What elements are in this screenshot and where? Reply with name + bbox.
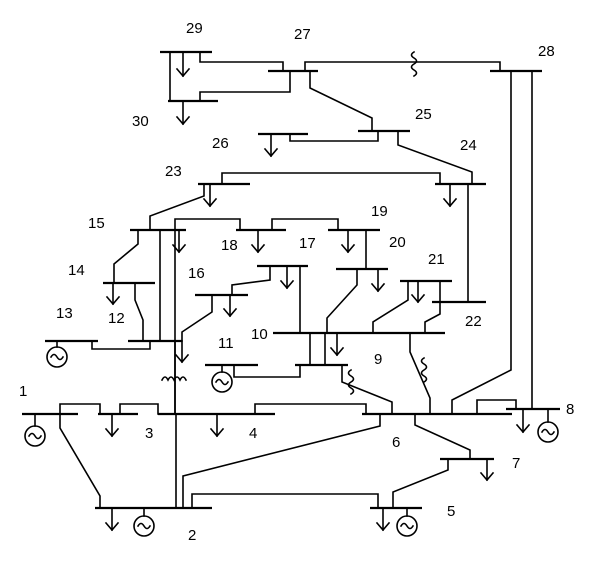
line-1-3: [59, 403, 101, 415]
line-12-16: [181, 294, 213, 342]
bus-label-30: 30: [132, 113, 149, 130]
bus-label-22: 22: [465, 313, 482, 330]
line-6-2: [182, 413, 381, 509]
load-arrow-icon: [202, 183, 218, 208]
branches: [59, 51, 533, 509]
bus-label-6: 6: [392, 434, 400, 451]
bus-label-7: 7: [512, 455, 520, 472]
load-arrow-icon: [104, 507, 120, 532]
line-20-10: [326, 268, 358, 334]
bus-label-3: 3: [145, 425, 153, 442]
generator-icon: [396, 507, 418, 537]
line-15-14: [113, 229, 139, 284]
line-23-15: [149, 183, 205, 231]
load-arrow-icon: [171, 229, 187, 254]
load-arrow-icon: [250, 229, 266, 254]
load-arrow-icon: [329, 332, 345, 357]
bus-label-28: 28: [538, 43, 555, 60]
bus-label-2: 2: [188, 527, 196, 544]
bus-label-25: 25: [415, 106, 432, 123]
load-arrow-icon: [479, 458, 495, 482]
bus-bars: [22, 50, 560, 510]
bus-label-1: 1: [19, 383, 27, 400]
load-arrow-icon: [515, 408, 531, 434]
line-9-6: [341, 364, 393, 415]
line-6-7: [414, 413, 471, 460]
bus-label-18: 18: [221, 237, 238, 254]
bus-label-5: 5: [447, 503, 455, 520]
line-9-11: [233, 364, 301, 378]
generator-icon: [537, 408, 559, 443]
bus-label-19: 19: [371, 203, 388, 220]
load-arrow-icon: [209, 413, 225, 438]
load-arrow-icon: [174, 340, 190, 364]
load-arrow-icon: [370, 268, 386, 293]
line-12-13: [91, 340, 151, 350]
shunt-coil-icon: [347, 368, 355, 396]
bus-label-17: 17: [299, 235, 316, 252]
load-arrow-icon: [375, 507, 391, 532]
load-arrow-icon: [104, 413, 120, 438]
generator-icon: [133, 507, 155, 537]
line-18-19: [271, 218, 339, 231]
bus-label-29: 29: [186, 20, 203, 37]
line-16-17: [231, 265, 271, 296]
line-25-24: [397, 130, 473, 185]
line-22-10: [424, 301, 441, 334]
line-3-4: [119, 403, 159, 415]
bus-label-16: 16: [188, 265, 205, 282]
line-30-27: [199, 70, 291, 102]
load-arrow-icon: [340, 229, 356, 254]
load-arrow-icon: [410, 280, 426, 304]
load-arrow-icon: [175, 100, 191, 126]
line-23-24: [221, 172, 441, 185]
line-6-8: [476, 399, 517, 415]
load-arrow-icon: [442, 183, 458, 208]
bus-label-13: 13: [56, 305, 73, 322]
shunt-coil-icon: [420, 356, 428, 384]
bus-label-20: 20: [389, 234, 406, 251]
line-1-2: [59, 413, 101, 509]
transformer-icon: [160, 376, 188, 382]
generator-icon: [46, 340, 68, 368]
line-25-26: [289, 130, 379, 142]
generator-icon: [24, 413, 46, 447]
line-21-10: [372, 280, 409, 334]
load-arrow-icon: [175, 51, 191, 78]
line-15-18: [174, 218, 241, 231]
line-28-6: [451, 70, 512, 415]
line-27-28: [304, 61, 501, 72]
bus-label-27: 27: [294, 26, 311, 43]
bus-labels: 29 27 28 30 25 26 24 23 15 19 18 17 20 1…: [19, 20, 574, 544]
line-14-12: [134, 282, 144, 342]
bus-label-11: 11: [218, 335, 234, 352]
generators: [24, 340, 559, 537]
line-2-5: [191, 493, 379, 509]
load-arrow-icon: [105, 282, 121, 306]
bus-label-4: 4: [249, 425, 257, 442]
bus-label-23: 23: [165, 163, 182, 180]
bus-label-26: 26: [212, 135, 229, 152]
line-10-6: [409, 332, 431, 415]
bus-label-14: 14: [68, 262, 85, 279]
bus-label-15: 15: [88, 215, 105, 232]
bus-label-10: 10: [251, 326, 268, 343]
load-arrow-icon: [279, 265, 295, 290]
bus-label-21: 21: [428, 251, 445, 268]
line-29-27: [199, 51, 284, 72]
bus-label-9: 9: [374, 351, 382, 368]
line-7-5: [392, 458, 449, 509]
load-arrow-icon: [263, 133, 279, 158]
generator-icon: [211, 364, 233, 393]
bus-label-12: 12: [108, 310, 125, 327]
line-4-6: [254, 403, 367, 415]
transformers: [160, 50, 428, 396]
line-27-25: [309, 70, 373, 132]
loads: [104, 51, 531, 532]
bus-label-8: 8: [566, 401, 574, 418]
shunt-coil-icon: [410, 50, 418, 78]
load-arrow-icon: [222, 294, 238, 318]
bus-label-24: 24: [460, 137, 477, 154]
